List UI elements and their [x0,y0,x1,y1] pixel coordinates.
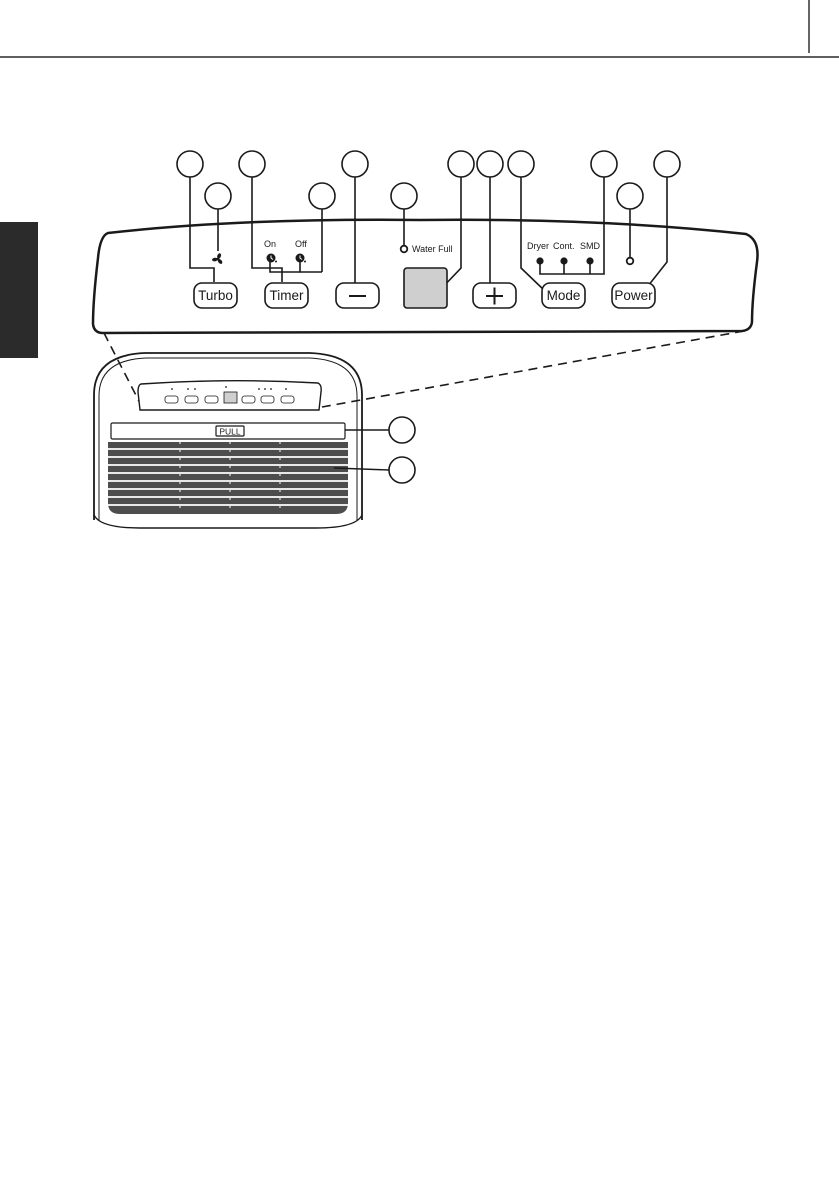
turbo-button[interactable]: Turbo [194,283,237,308]
mini-power-button[interactable] [281,396,294,403]
svg-text:Turbo: Turbo [198,288,233,303]
mode-button[interactable]: Mode [542,283,585,308]
mode-smd-label: SMD [580,241,601,251]
mini-display [224,392,237,403]
mode-cont-label: Cont. [553,241,575,251]
mode-dryer-label: Dryer [527,241,549,251]
display-window [404,268,447,308]
device-base [94,515,362,528]
smd-led-icon [586,257,593,264]
timer-off-label: Off [295,239,307,249]
mini-plus-button[interactable] [242,396,255,403]
zoom-line-right [322,331,744,407]
cont-led-icon [560,257,567,264]
dryer-led-icon [536,257,543,264]
mini-timer-button[interactable] [185,396,198,403]
minus-button[interactable] [336,283,379,308]
plus-button[interactable] [473,283,516,308]
svg-text:Mode: Mode [547,288,581,303]
callout-fan-indicator [205,183,231,209]
power-led-icon [627,258,634,265]
device-front-view: PULL [94,353,362,528]
callout-mode [508,151,534,177]
callout-display [448,151,474,177]
callout-mode-indicators [591,151,617,177]
callout-power-indicator [617,183,643,209]
timer-on-label: On [264,239,276,249]
callout-grille [389,457,415,483]
mini-turbo-button[interactable] [165,396,178,403]
side-tab [0,222,38,358]
callout-plus [477,151,503,177]
callout-minus [342,151,368,177]
callout-pull [389,417,415,443]
svg-text:Power: Power [614,288,653,303]
svg-text:Timer: Timer [270,288,304,303]
timer-button[interactable]: Timer [265,283,308,308]
pull-label: PULL [219,427,241,437]
air-grille [108,442,348,514]
callout-water-full [391,183,417,209]
callout-timer [239,151,265,177]
water-full-led-icon [401,246,408,253]
mini-mode-button[interactable] [261,396,274,403]
power-button[interactable]: Power [612,283,655,308]
water-full-label: Water Full [412,244,453,254]
callout-timer-indicators [309,183,335,209]
mini-minus-button[interactable] [205,396,218,403]
callout-power [654,151,680,177]
callout-turbo [177,151,203,177]
